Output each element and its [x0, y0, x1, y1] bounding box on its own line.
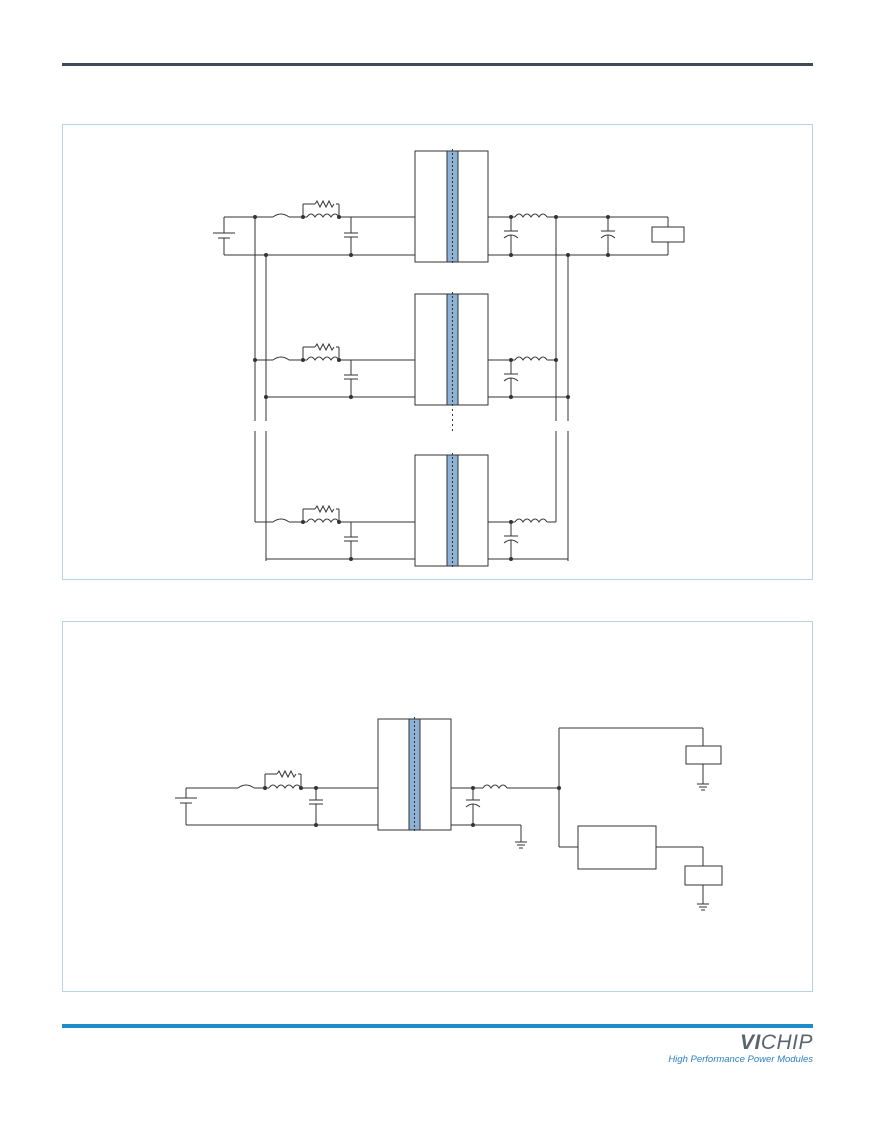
logo-bold: VI — [739, 1031, 761, 1054]
resistor-1 — [314, 199, 335, 209]
parallel-array-schematic — [213, 149, 685, 568]
source-battery — [175, 787, 378, 826]
ground-symbol-load-2 — [697, 903, 709, 911]
module-2 — [255, 292, 568, 433]
fuse — [237, 784, 255, 789]
logo-light: CHIP — [760, 1031, 813, 1054]
single-module-diagram — [62, 621, 813, 992]
fuse-1 — [272, 213, 290, 218]
vichip-logo: VICHIP — [668, 1032, 813, 1054]
input-filter — [237, 769, 378, 825]
source-battery — [213, 216, 273, 256]
header-rule — [62, 63, 813, 66]
junction-dots-2 — [263, 786, 561, 827]
load-1 — [685, 745, 722, 765]
module-1 — [213, 149, 685, 561]
input-filter-1 — [255, 199, 415, 256]
junction-dots — [253, 215, 610, 561]
output-filter — [451, 784, 559, 849]
ground-symbol-output — [515, 841, 527, 849]
load-resistor — [651, 226, 685, 243]
footer-rule — [62, 1024, 813, 1028]
regulator-module — [577, 825, 657, 870]
resistor — [276, 769, 297, 779]
inductor-1 — [306, 213, 340, 218]
load-2 — [684, 865, 723, 886]
single-module-schematic — [175, 717, 723, 911]
ground-symbol-load-1 — [697, 783, 709, 791]
brand-block: VICHIP High Performance Power Modules — [668, 1032, 813, 1066]
output-filter-1 — [488, 213, 685, 256]
brand-tagline: High Performance Power Modules — [668, 1054, 813, 1065]
output-filter-3 — [488, 518, 568, 560]
input-filter-3 — [255, 504, 415, 560]
parallel-array-diagram — [62, 124, 813, 580]
input-filter-2 — [255, 342, 415, 398]
inductor — [268, 784, 302, 789]
module-3 — [255, 453, 568, 568]
